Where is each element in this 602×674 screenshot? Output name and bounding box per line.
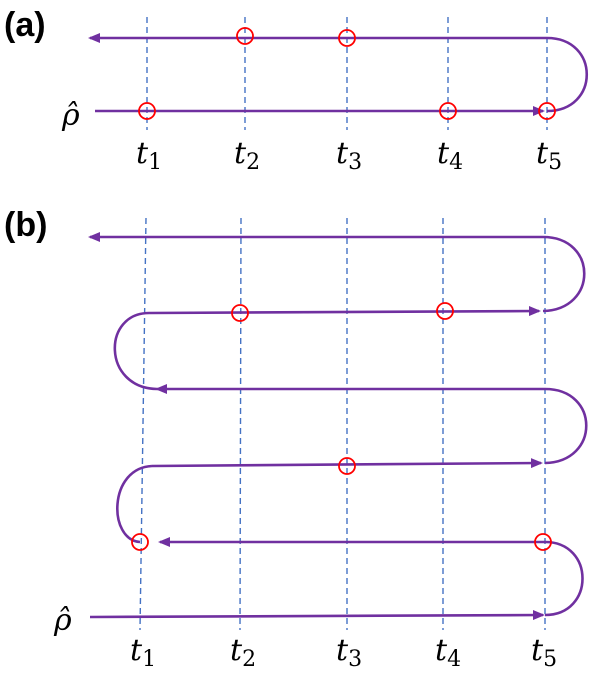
turning-point-arc xyxy=(113,311,158,391)
time-label-t3: t3 xyxy=(336,136,362,175)
time-label-t1: t1 xyxy=(130,633,156,672)
operator-marker xyxy=(338,457,356,475)
operator-marker xyxy=(231,304,249,322)
operator-marker xyxy=(439,102,457,120)
forward-branch xyxy=(151,458,543,469)
operator-marker xyxy=(338,29,356,47)
time-label-t1: t1 xyxy=(136,136,162,175)
forward-branch xyxy=(149,306,541,317)
panel-a: (a) ρ̂ t1 t2 t3 t4 t5 xyxy=(4,6,589,175)
operator-marker xyxy=(534,533,552,551)
panel-b-label: (b) xyxy=(4,206,47,244)
turning-point-arc xyxy=(116,464,153,544)
operator-marker xyxy=(131,533,149,551)
time-label-t5: t5 xyxy=(531,633,557,672)
operator-marker xyxy=(138,102,156,120)
panel-b: (b) ρ̂ t1 t2 t3 t4 t5 xyxy=(4,206,588,672)
time-label-t4: t4 xyxy=(435,633,461,672)
turning-point-arc xyxy=(544,540,584,617)
forward-branch xyxy=(89,610,545,621)
initial-state-label: ρ̂ xyxy=(61,98,80,133)
time-line-t1 xyxy=(139,217,147,631)
operator-marker xyxy=(436,302,454,320)
time-line-t2 xyxy=(239,217,242,631)
turning-point-arc xyxy=(542,235,586,313)
time-label-t2: t2 xyxy=(230,633,256,672)
operator-marker xyxy=(538,102,556,120)
turning-point-arc xyxy=(546,36,589,113)
initial-state-label: ρ̂ xyxy=(53,603,72,638)
panel-a-label: (a) xyxy=(4,6,46,44)
time-label-t3: t3 xyxy=(336,633,362,672)
time-label-t5: t5 xyxy=(536,136,562,175)
time-label-t2: t2 xyxy=(234,136,260,175)
time-label-t4: t4 xyxy=(437,136,463,175)
turning-point-arc xyxy=(544,387,588,465)
operator-marker xyxy=(236,27,254,45)
